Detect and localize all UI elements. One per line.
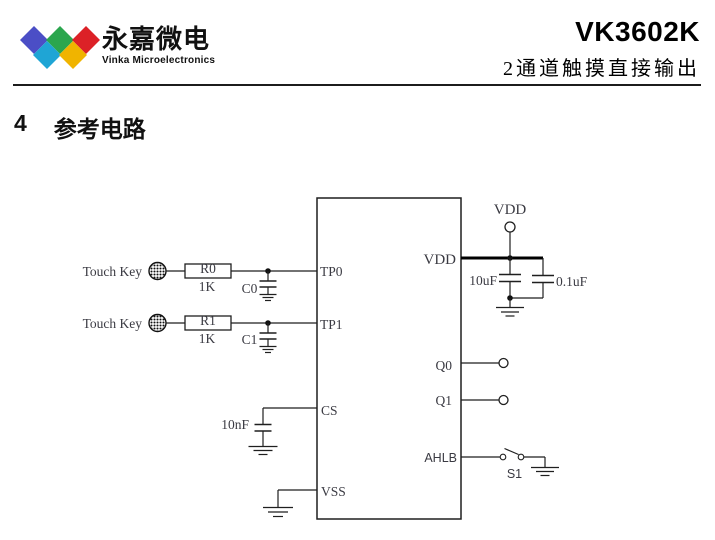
touch-pad-0-icon [148,261,167,281]
q0-terminal-icon [498,357,509,369]
resistor-r0-value: 1K [199,279,216,294]
vinka-logo-icon [20,26,100,69]
vdd-terminal-icon [504,221,516,233]
touch-key-1-branch: Touch Key R1 1K C1 [83,313,317,354]
section-title: 参考电路 [53,116,146,142]
logo-company-name-en: Vinka Microelectronics [102,55,216,66]
logo-company-name-cn: 永嘉微电 [102,24,211,54]
pin-label-tp1: TP1 [320,317,343,332]
capacitor-0p1uf: 0.1uF [510,258,588,299]
capacitor-10uf-value: 10uF [469,273,497,288]
resistor-r1-value: 1K [199,331,216,346]
pin-label-q1: Q1 [436,393,453,408]
doc-subtitle: 2通道触摸直接输出 [503,58,700,80]
ahlb-switch-branch: S1 [461,447,559,481]
ground-symbol [263,506,293,518]
logo-diamond-cyan [33,41,61,69]
cs-capacitor-value: 10nF [221,417,249,432]
capacitor-c0: C0 [242,271,277,302]
touch-key-0-branch: Touch Key R0 1K C0 [83,261,317,302]
capacitor-c0-name: C0 [242,281,258,296]
q0-output [461,357,509,369]
vss-ground-branch [263,489,317,518]
ground-symbol [496,306,524,317]
ground-symbol [531,466,559,477]
switch-s1-label: S1 [507,467,522,481]
section-heading: 4 参考电路 [14,110,146,144]
q1-terminal-icon [498,394,509,406]
pin-label-vss: VSS [321,484,346,499]
ground-symbol [259,293,277,302]
doc-title-block: VK3602K 2通道触摸直接输出 [503,16,700,81]
capacitor-10uf: 10uF [469,258,521,298]
pin-label-vdd: VDD [424,252,457,268]
ground-symbol [259,345,277,354]
resistor-r0-name: R0 [200,261,216,276]
logo-diamond-yellow [59,41,87,69]
vinka-logo: 永嘉微电 Vinka Microelectronics [14,20,215,75]
pin-label-cs: CS [321,403,338,418]
switch-s1-icon [499,447,525,461]
pin-label-q0: Q0 [436,358,453,373]
pin-label-ahlb: AHLB [424,451,457,465]
touch-pad-1-icon [148,313,167,333]
ground-symbol [248,445,278,456]
section-number: 4 [14,110,27,136]
q1-output [461,394,509,406]
touch-key-0-label: Touch Key [83,264,143,279]
cs-capacitor-branch: 10nF [221,407,317,456]
part-number: VK3602K [575,16,700,47]
touch-key-1-label: Touch Key [83,316,143,331]
capacitor-0p1uf-value: 0.1uF [556,274,588,289]
vdd-supply-label: VDD [494,202,527,218]
header-divider [13,84,701,86]
capacitor-c1-name: C1 [242,332,258,347]
capacitor-c1: C1 [242,323,277,354]
resistor-r1-name: R1 [200,313,216,328]
vdd-supply-branch: VDD 10uF 0.1uF [461,202,588,317]
pin-label-tp0: TP0 [320,264,343,279]
ic-block: TP0 TP1 CS VSS VDD Q0 Q1 AHLB [316,197,462,520]
